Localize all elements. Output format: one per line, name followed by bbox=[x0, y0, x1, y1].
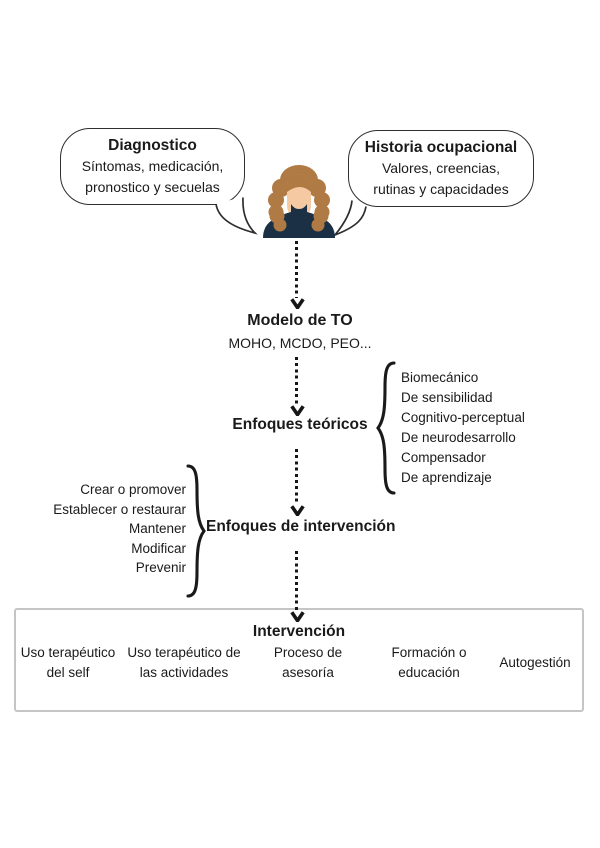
intervention-column: Autogestión bbox=[499, 655, 571, 670]
arrowhead-down-icon bbox=[290, 611, 305, 622]
dotted-connector bbox=[295, 449, 298, 505]
speech-bubble-historia: Historia ocupacional Valores, creencias,… bbox=[348, 130, 534, 207]
list-item: De aprendizaje bbox=[401, 470, 492, 485]
bubble-text-line: pronostico y secuelas bbox=[85, 178, 220, 195]
list-item: Modificar bbox=[131, 540, 186, 556]
list-item: Establecer o restaurar bbox=[53, 501, 186, 517]
intervention-columns: Uso terapéutico del self Uso terapéutico… bbox=[16, 643, 582, 683]
theoretical-approaches-title: Enfoques teóricos bbox=[232, 416, 368, 433]
intervention-column: Uso terapéutico del self bbox=[20, 645, 116, 680]
bubble-text-line: rutinas y capacidades bbox=[373, 180, 509, 197]
list-item: Cognitivo-perceptual bbox=[401, 410, 525, 425]
arrowhead-down-icon bbox=[290, 505, 305, 516]
model-title: Modelo de TO bbox=[247, 312, 353, 329]
intervention-column: Uso terapéutico de las actividades bbox=[127, 645, 241, 680]
speech-bubble-diagnostico: Diagnostico Síntomas, medicación, pronos… bbox=[60, 128, 245, 205]
model-subtitle: MOHO, MCDO, PEO... bbox=[228, 335, 372, 351]
bubble-title: Historia ocupacional bbox=[364, 139, 518, 156]
left-brace-icon bbox=[376, 361, 396, 495]
list-item: De sensibilidad bbox=[401, 390, 493, 405]
person-icon bbox=[263, 165, 335, 238]
arrowhead-down-icon bbox=[290, 405, 305, 416]
list-item: Compensador bbox=[401, 450, 486, 465]
dotted-connector bbox=[295, 241, 298, 298]
dotted-connector bbox=[295, 357, 298, 405]
intervention-box: Intervención Uso terapéutico del self Us… bbox=[14, 608, 584, 712]
intervention-approaches-title: Enfoques de intervención bbox=[206, 518, 396, 535]
list-item: Biomecánico bbox=[401, 370, 479, 385]
speech-bubble-tail-icon bbox=[332, 200, 367, 237]
bubble-title: Diagnostico bbox=[108, 137, 197, 154]
intervention-column: Proceso de asesoría bbox=[273, 645, 343, 680]
right-brace-icon bbox=[186, 464, 206, 598]
speech-bubble-tail-icon bbox=[215, 197, 258, 235]
dotted-connector bbox=[295, 551, 298, 611]
bubble-text-line: Valores, creencias, bbox=[381, 160, 500, 176]
list-item: De neurodesarrollo bbox=[401, 430, 516, 445]
arrowhead-down-icon bbox=[290, 298, 305, 309]
intervention-column: Formación o educación bbox=[391, 645, 467, 680]
bubble-text-line: Síntomas, medicación, bbox=[81, 158, 224, 174]
intervention-title: Intervención bbox=[252, 623, 346, 640]
list-item: Mantener bbox=[128, 521, 186, 537]
list-item: Prevenir bbox=[135, 560, 186, 576]
list-item: Crear o promover bbox=[80, 482, 186, 497]
